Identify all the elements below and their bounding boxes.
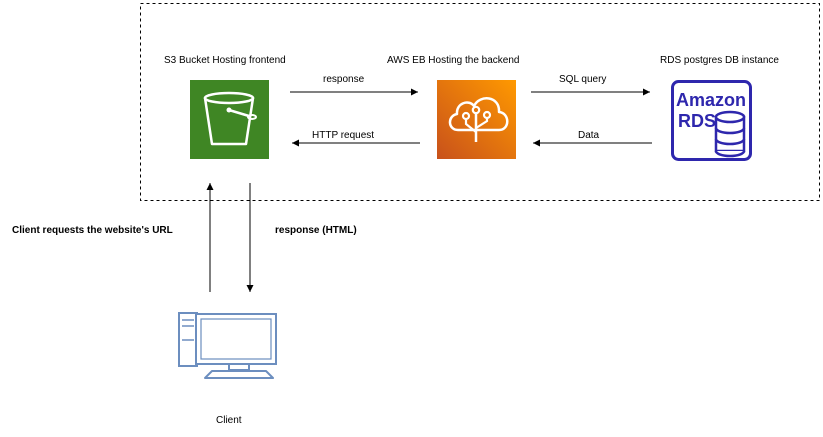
edge-label-client-request: Client requests the website's URL [12,225,173,236]
edge-label-http-request: HTTP request [312,130,375,141]
rds-logo-line-2: RDS [678,111,716,131]
s3-bucket-icon[interactable] [190,80,269,159]
elastic-beanstalk-icon[interactable] [437,80,516,159]
edge-label-response-html: response (HTML) [275,225,357,236]
edge-label-response: response [323,74,365,85]
rds-logo-line-1: Amazon [676,90,746,110]
edge-label-data: Data [578,130,600,141]
edge-label-sql-query: SQL query [559,74,607,85]
s3-node-label: S3 Bucket Hosting frontend [164,55,286,66]
client-node-label: Client [216,415,242,426]
eb-node-label: AWS EB Hosting the backend [387,55,520,66]
amazon-rds-icon[interactable]: Amazon RDS [671,80,752,161]
rds-node-label: RDS postgres DB instance [660,55,779,66]
desktop-computer-icon[interactable] [178,312,277,379]
database-cylinder-icon [714,110,746,158]
